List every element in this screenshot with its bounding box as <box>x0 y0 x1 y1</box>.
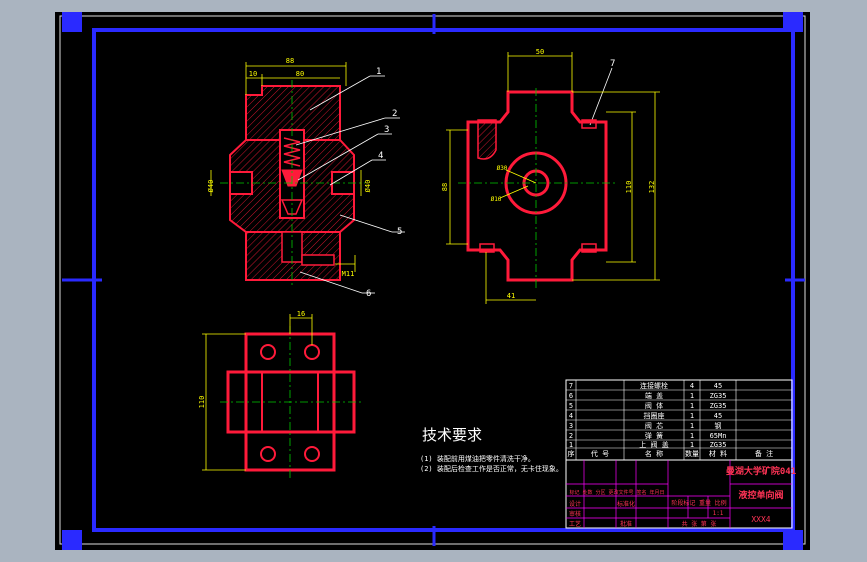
title-checker: 审核 <box>569 510 581 518</box>
corner-mark-tr <box>783 12 803 32</box>
bom-row-5-material: 钢 <box>715 421 722 430</box>
dim-side-height-right2: 132 <box>648 181 656 194</box>
bom-row-3-no: 5 <box>569 402 573 410</box>
bom-row-1-name: 连接螺栓 <box>640 381 668 390</box>
bom-row-5-name: 阀 芯 <box>645 421 663 430</box>
title-approve: 批准 <box>620 520 632 528</box>
dim-front-right-dia: Ø40 <box>364 180 372 193</box>
dim-top-width: 16 <box>297 310 305 318</box>
bom-row-1-qty: 4 <box>690 382 694 390</box>
bom-row-7-qty: 1 <box>690 441 694 449</box>
centering-marks <box>62 14 805 546</box>
title-school: 曼湖大学矿院041 <box>726 465 796 477</box>
dim-front-total: 88 <box>286 57 294 65</box>
callout-5: 5 <box>397 227 402 237</box>
notes-line-1: (1) 装配前用煤油把零件清洗干净。 <box>420 454 535 463</box>
notes-line-2: (2) 装配后检查工作是否正常，无卡住现象。 <box>420 464 563 473</box>
dim-front-inner: 80 <box>296 70 304 78</box>
callout-2: 2 <box>392 109 397 119</box>
bom-row-1-material: 45 <box>714 382 722 390</box>
notes-title: 技术要求 <box>422 426 482 444</box>
dim-top-height: 110 <box>198 396 206 409</box>
dim-side-height-right1: 110 <box>625 181 633 194</box>
title-block <box>565 459 793 529</box>
title-stage-weight-scale: 阶段标记 重量 比例 <box>671 499 726 507</box>
bom-row-7-name: 上 阀 盖 <box>639 440 668 449</box>
bom-header-qty: 数量 <box>685 449 699 458</box>
bom-header-material: 材 料 <box>709 449 727 458</box>
bom-row-3-material: ZG35 <box>710 402 727 410</box>
title-mark-row: 标记 处数 分区 更改文件号 签名 年月日 <box>569 489 664 496</box>
bom-row-6-qty: 1 <box>690 432 694 440</box>
bom-row-4-material: 45 <box>714 412 722 420</box>
callout-6: 6 <box>366 289 371 299</box>
dim-front-left-dia: Ø40 <box>207 180 215 193</box>
side-dimensions <box>446 52 660 304</box>
bom-header-code: 代 号 <box>591 449 609 458</box>
callout-4: 4 <box>378 151 383 161</box>
callout-1: 1 <box>376 67 381 77</box>
corner-mark-tl <box>62 12 82 32</box>
corner-mark-br <box>783 530 803 550</box>
bom-row-5-no: 3 <box>569 422 573 430</box>
title-sheet: 共 张 第 张 <box>682 520 717 528</box>
bom-header-no: 序 <box>568 449 575 458</box>
callout-leaders <box>295 67 613 294</box>
dim-side-bottom: 41 <box>507 292 515 300</box>
dim-side-bore-large: Ø30 <box>497 165 508 172</box>
dim-front-bottom: M11 <box>342 270 355 278</box>
bom-header: 序 代 号 名 称 数量 材 料 备 注 <box>568 449 774 458</box>
front-dimensions <box>210 62 362 272</box>
bom-row-6-no: 2 <box>569 432 573 440</box>
top-dimensions <box>202 314 313 471</box>
callout-7: 7 <box>610 59 615 69</box>
bom-row-2-material: ZG35 <box>710 392 727 400</box>
bom-header-remark: 备 注 <box>755 449 773 458</box>
bom-header-name: 名 称 <box>645 449 663 458</box>
title-drawing-code: XXX4 <box>751 515 770 524</box>
bom-row-2-name: 端 盖 <box>645 391 663 400</box>
bom-row-6-material: 65Mn <box>710 432 727 440</box>
title-scale-value: 1:1 <box>713 510 724 517</box>
bom-row-4-no: 4 <box>569 412 573 420</box>
title-drawing-name: 液控单向阀 <box>738 489 783 501</box>
dim-front-left: 10 <box>249 70 257 78</box>
bom-row-4-name: 挡圈座 <box>644 411 665 420</box>
title-designer: 设计 <box>569 500 581 508</box>
bom-row-2-no: 6 <box>569 392 573 400</box>
bom-row-1-no: 7 <box>569 382 573 390</box>
dim-side-height-left: 88 <box>441 183 449 191</box>
bom-row-3-name: 阀 体 <box>645 401 663 410</box>
bom-row-7-material: ZG35 <box>710 441 727 449</box>
bom-row-6-name: 弹 簧 <box>645 431 663 440</box>
front-section-view <box>220 80 365 288</box>
callout-3: 3 <box>384 125 389 135</box>
bom-row-5-qty: 1 <box>690 422 694 430</box>
bom-row-3-qty: 1 <box>690 402 694 410</box>
bom-row-4-qty: 1 <box>690 412 694 420</box>
dim-side-top: 50 <box>536 48 544 56</box>
dim-side-bore-small: Ø16 <box>491 196 502 203</box>
corner-mark-bl <box>62 530 82 550</box>
bom-row-2-qty: 1 <box>690 392 694 400</box>
bom-row-7-no: 1 <box>569 441 573 449</box>
title-standard: 标准化 <box>617 500 635 508</box>
title-process: 工艺 <box>569 520 581 528</box>
